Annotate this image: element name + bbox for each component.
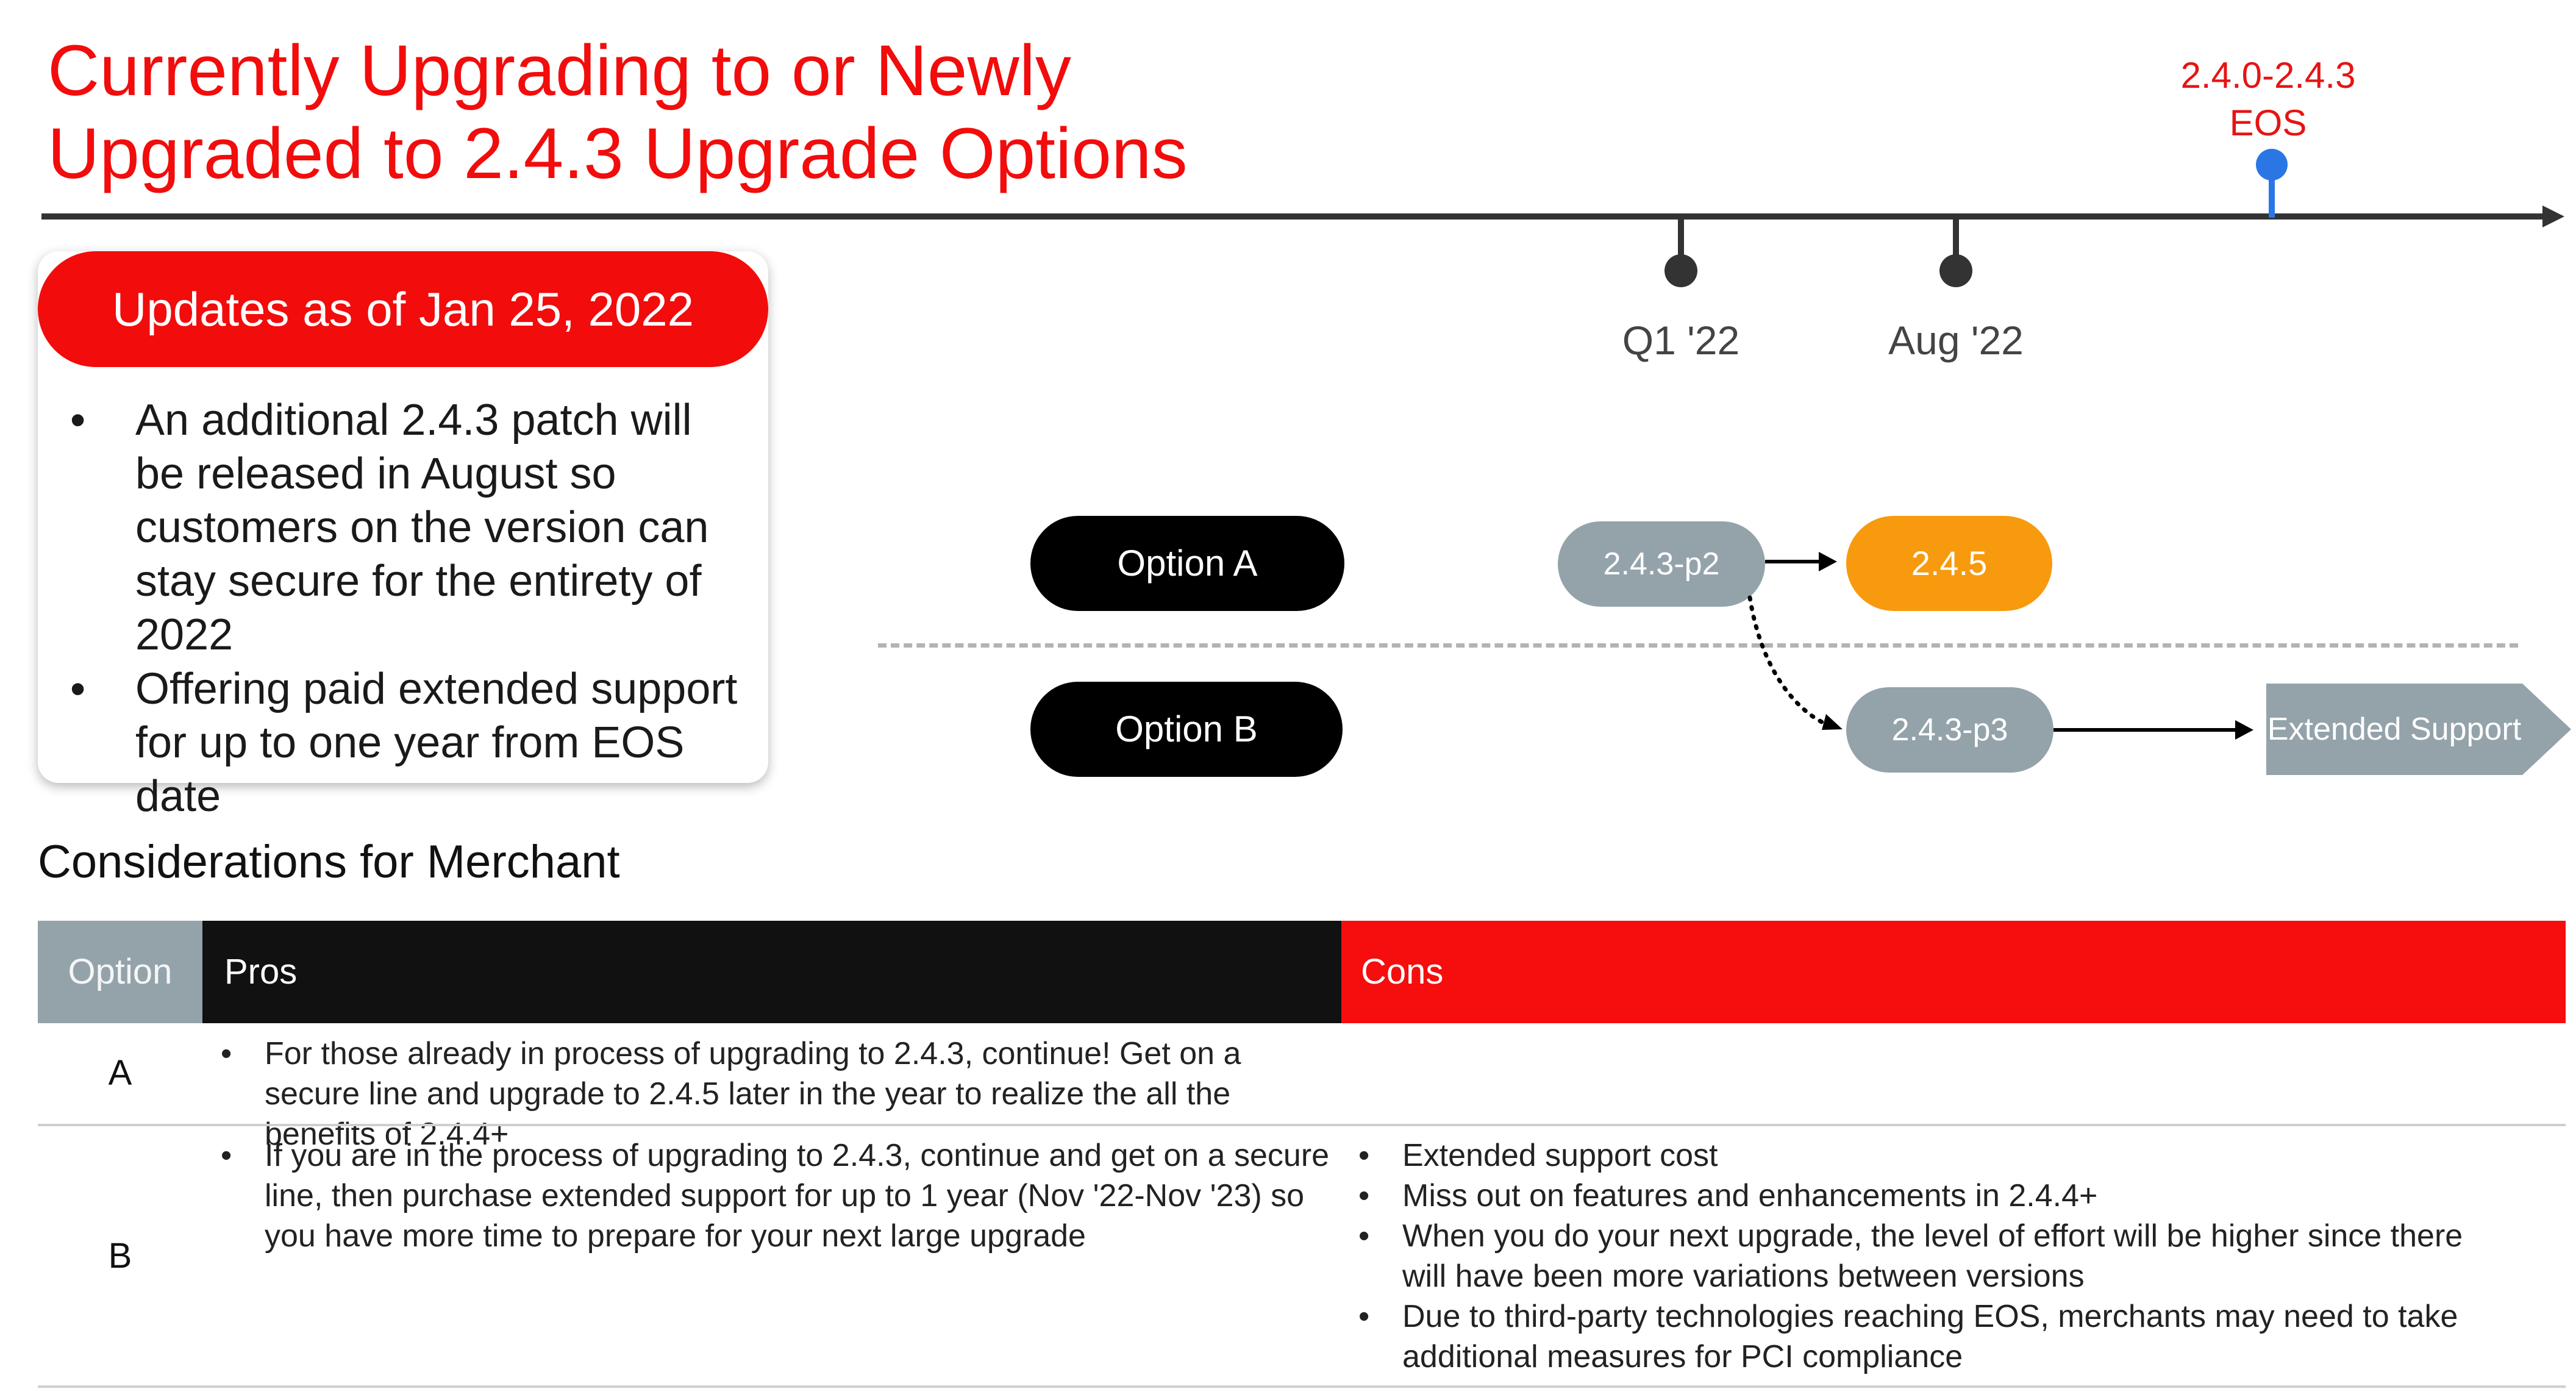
options-divider — [878, 643, 2518, 648]
timeline-arrowhead — [2542, 205, 2564, 227]
table-row-divider — [38, 1124, 2566, 1126]
extended-support-box: Extended Support — [2266, 684, 2522, 775]
version-2-4-3-p2: 2.4.3-p2 — [1558, 521, 1765, 607]
title-line-1: Currently Upgrading to or Newly — [48, 30, 1071, 111]
arrowhead-p2-to-245 — [1819, 552, 1837, 571]
arrowhead-p3-to-extended — [2235, 720, 2253, 740]
row-b-con-3: When you do your next upgrade, the level… — [1358, 1216, 2505, 1296]
table-header-option: Option — [38, 921, 202, 1023]
eos-label-text: EOS — [2229, 102, 2307, 143]
table-header-pros: Pros — [202, 921, 1341, 1023]
eos-label-range: 2.4.0-2.4.3 — [2180, 55, 2356, 96]
version-2-4-3-p3: 2.4.3-p3 — [1846, 687, 2053, 773]
eos-marker-dot — [2256, 149, 2288, 180]
arrow-p2-to-245 — [1765, 560, 1820, 563]
tick-stem-aug — [1953, 218, 1959, 255]
tick-dot-q1 — [1664, 254, 1697, 287]
row-b-option: B — [108, 1236, 132, 1276]
tick-dot-aug — [1939, 254, 1972, 287]
row-b-cons: Extended support cost Miss out on featur… — [1358, 1135, 2505, 1377]
table-header-cons: Cons — [1341, 921, 2566, 1023]
bullet-marker: • — [70, 665, 86, 713]
dotted-connector — [1747, 595, 1843, 730]
update-bullet-2: Offering paid extended support for up to… — [135, 665, 738, 821]
eos-label: 2.4.0-2.4.3 EOS — [2116, 52, 2421, 147]
tick-stem-q1 — [1678, 218, 1684, 255]
row-a-option: A — [108, 1053, 132, 1093]
extended-support-arrow-tip — [2522, 684, 2571, 775]
option-b-label: Option B — [1030, 682, 1343, 777]
eos-stem — [2269, 166, 2275, 218]
updates-header: Updates as of Jan 25, 2022 — [38, 251, 768, 367]
version-2-4-5: 2.4.5 — [1846, 516, 2052, 611]
row-b-con-1: Extended support cost — [1358, 1135, 2505, 1176]
row-b-con-4: Due to third-party technologies reaching… — [1358, 1296, 2505, 1377]
page-title: Currently Upgrading to or Newly Upgraded… — [48, 29, 1297, 195]
tick-label-aug: Aug '22 — [1888, 318, 2024, 363]
row-b-con-2: Miss out on features and enhancements in… — [1358, 1176, 2505, 1216]
row-b-pro-1: If you are in the process of upgrading t… — [221, 1135, 1336, 1256]
tick-label-q1: Q1 '22 — [1622, 318, 1740, 363]
option-a-label: Option A — [1030, 516, 1344, 611]
title-line-2: Upgraded to 2.4.3 Upgrade Options — [48, 113, 1188, 194]
considerations-title: Considerations for Merchant — [38, 836, 620, 888]
bullet-marker: • — [70, 396, 86, 445]
row-b-pros: If you are in the process of upgrading t… — [221, 1135, 1336, 1256]
table-bottom-line — [38, 1385, 2566, 1388]
timeline-axis — [41, 213, 2547, 220]
arrow-p3-to-extended — [2053, 728, 2236, 732]
update-bullet-1: An additional 2.4.3 patch will be releas… — [135, 396, 709, 659]
